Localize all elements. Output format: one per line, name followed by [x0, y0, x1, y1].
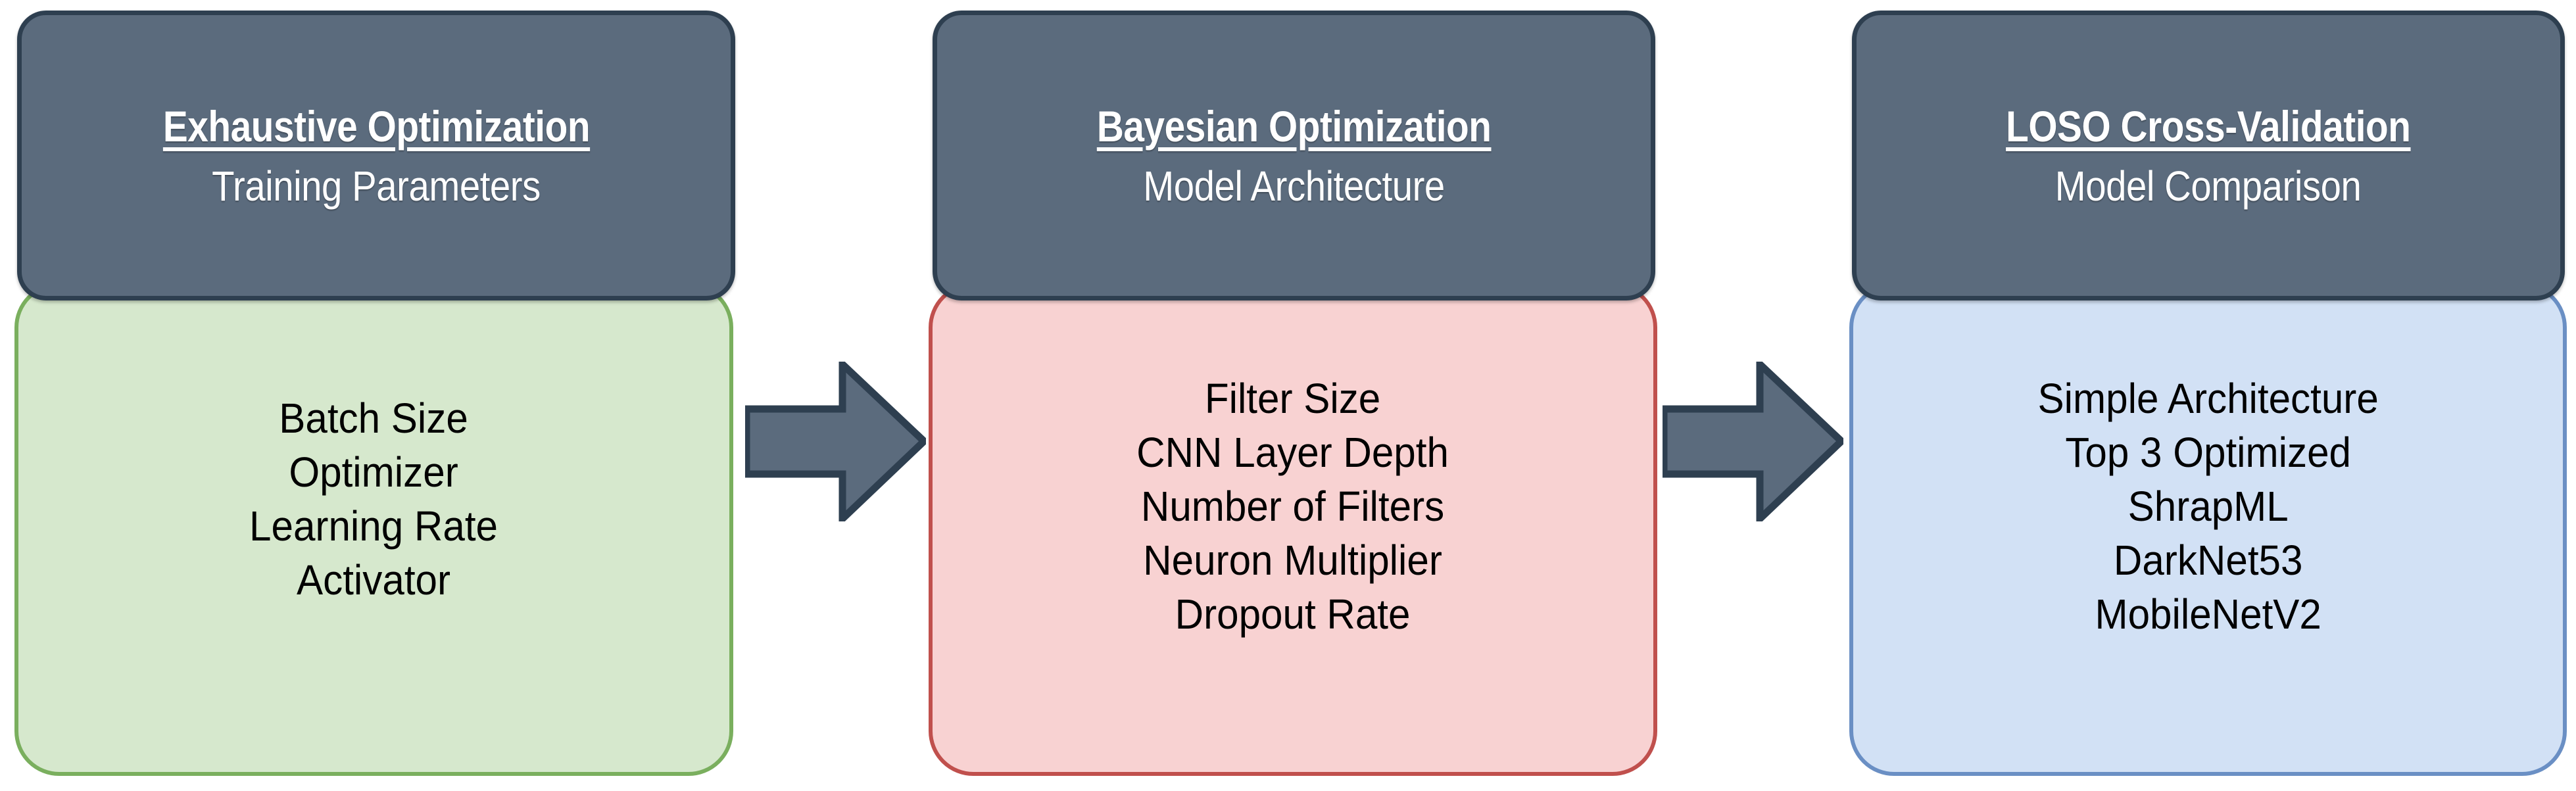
connector-arrow-1: [745, 362, 926, 521]
list-item: ShrapML: [2127, 482, 2289, 530]
stage-2-item-list: Filter Size CNN Layer Depth Number of Fi…: [1137, 372, 1449, 642]
list-item: Batch Size: [279, 395, 469, 442]
list-item: MobileNetV2: [2095, 590, 2321, 638]
stage-1-item-list: Batch Size Optimizer Learning Rate Activ…: [250, 392, 498, 608]
stage-2-title: Bayesian Optimization: [1096, 101, 1492, 151]
connector-arrow-2: [1663, 362, 1843, 521]
arrow-right-icon: [1663, 362, 1843, 521]
list-item: Number of Filters: [1141, 482, 1445, 530]
stage-3-body: Simple Architecture Top 3 Optimized Shra…: [1849, 283, 2567, 776]
list-item: Activator: [297, 556, 451, 604]
stage-3-header: LOSO Cross-Validation Model Comparison: [1852, 11, 2565, 300]
stage-2-header: Bayesian Optimization Model Architecture: [933, 11, 1655, 300]
stage-3-subtitle: Model Comparison: [2055, 162, 2362, 210]
stage-1-subtitle: Training Parameters: [212, 162, 541, 210]
list-item: Dropout Rate: [1175, 590, 1411, 638]
stage-1-header: Exhaustive Optimization Training Paramet…: [17, 11, 735, 300]
list-item: Learning Rate: [249, 502, 498, 550]
stage-3-item-list: Simple Architecture Top 3 Optimized Shra…: [2037, 372, 2378, 642]
list-item: Simple Architecture: [2037, 375, 2379, 422]
stage-3-title: LOSO Cross-Validation: [2006, 101, 2411, 151]
arrow-right-icon: [745, 362, 926, 521]
list-item: Optimizer: [289, 448, 459, 496]
list-item: DarkNet53: [2113, 536, 2303, 584]
list-item: Top 3 Optimized: [2065, 428, 2351, 476]
stage-1-body: Batch Size Optimizer Learning Rate Activ…: [14, 283, 733, 776]
stage-2-subtitle: Model Architecture: [1143, 162, 1445, 210]
stage-1-title: Exhaustive Optimization: [162, 101, 590, 151]
list-item: CNN Layer Depth: [1136, 428, 1449, 476]
list-item: Filter Size: [1205, 375, 1381, 422]
list-item: Neuron Multiplier: [1143, 536, 1443, 584]
stage-2-body: Filter Size CNN Layer Depth Number of Fi…: [929, 283, 1657, 776]
